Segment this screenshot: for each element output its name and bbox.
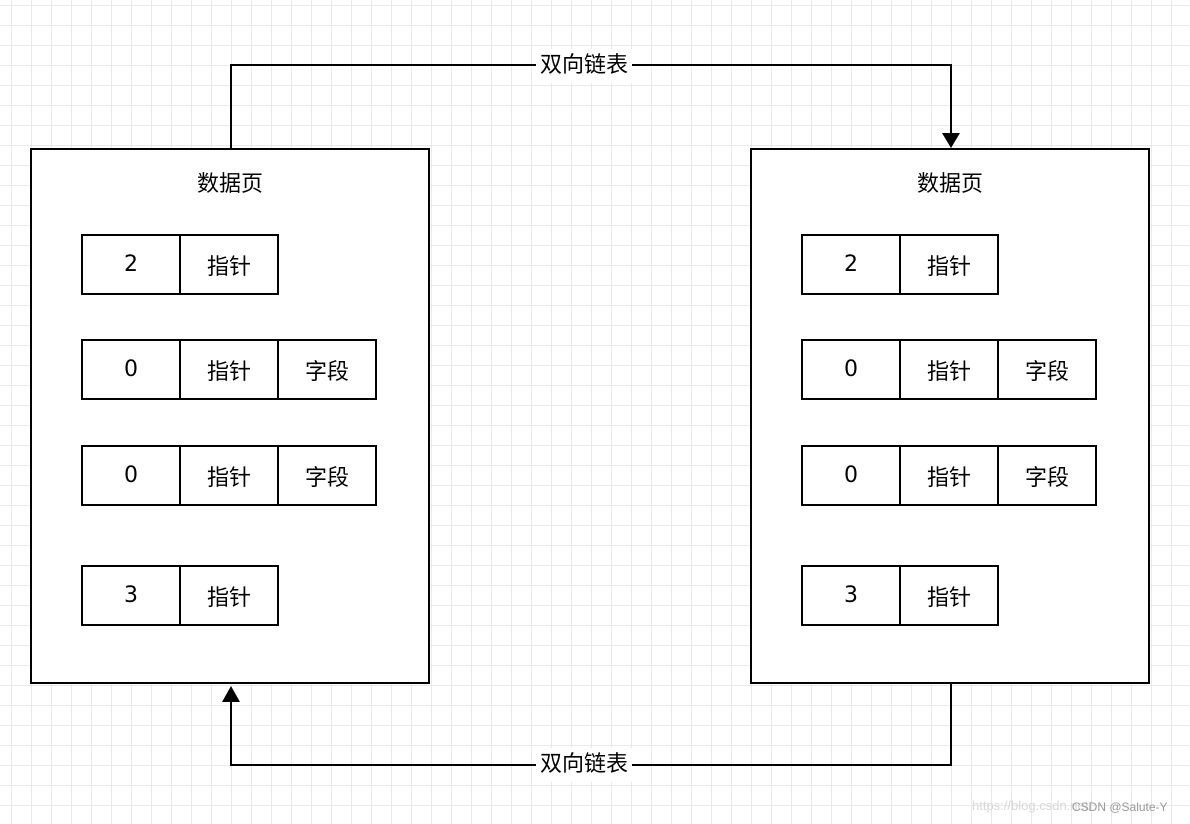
record-pointer-cell: 指针 bbox=[179, 339, 279, 400]
record-pointer-cell: 指针 bbox=[179, 445, 279, 506]
record-row: 0 指针 字段 bbox=[801, 339, 1097, 400]
record-type-cell: 2 bbox=[81, 234, 181, 295]
link-arrowhead-bottom bbox=[222, 686, 240, 702]
data-page-right: 数据页 2 指针 0 指针 字段 0 指针 字段 3 指针 bbox=[750, 148, 1150, 684]
record-field-cell: 字段 bbox=[997, 445, 1097, 506]
record-row: 3 指针 bbox=[801, 565, 999, 626]
record-type-cell: 0 bbox=[81, 339, 181, 400]
page-title: 数据页 bbox=[196, 172, 263, 197]
record-type-cell: 3 bbox=[81, 565, 181, 626]
record-type-cell: 0 bbox=[801, 445, 901, 506]
record-field-cell: 字段 bbox=[997, 339, 1097, 400]
data-page-left: 数据页 2 指针 0 指针 字段 0 指针 字段 3 指针 bbox=[30, 148, 430, 684]
record-pointer-cell: 指针 bbox=[899, 445, 999, 506]
record-row: 3 指针 bbox=[81, 565, 279, 626]
record-pointer-cell: 指针 bbox=[899, 339, 999, 400]
link-label-top: 双向链表 bbox=[536, 49, 633, 83]
record-pointer-cell: 指针 bbox=[179, 234, 279, 295]
record-pointer-cell: 指针 bbox=[899, 234, 999, 295]
record-field-cell: 字段 bbox=[277, 445, 377, 506]
record-pointer-cell: 指针 bbox=[179, 565, 279, 626]
record-row: 0 指针 字段 bbox=[81, 445, 377, 506]
page-title: 数据页 bbox=[916, 172, 983, 197]
link-arrowhead-top bbox=[942, 133, 960, 148]
watermark-url: https://blog.csdn.net/ bbox=[972, 798, 1092, 813]
record-row: 0 指针 字段 bbox=[81, 339, 377, 400]
link-label-bottom: 双向链表 bbox=[536, 748, 633, 782]
record-type-cell: 3 bbox=[801, 565, 901, 626]
record-row: 2 指针 bbox=[801, 234, 999, 295]
record-type-cell: 2 bbox=[801, 234, 901, 295]
record-type-cell: 0 bbox=[81, 445, 181, 506]
record-pointer-cell: 指针 bbox=[899, 565, 999, 626]
record-row: 2 指针 bbox=[81, 234, 279, 295]
watermark-credit: CSDN @Salute-Y bbox=[1072, 800, 1168, 814]
record-row: 0 指针 字段 bbox=[801, 445, 1097, 506]
record-field-cell: 字段 bbox=[277, 339, 377, 400]
record-type-cell: 0 bbox=[801, 339, 901, 400]
